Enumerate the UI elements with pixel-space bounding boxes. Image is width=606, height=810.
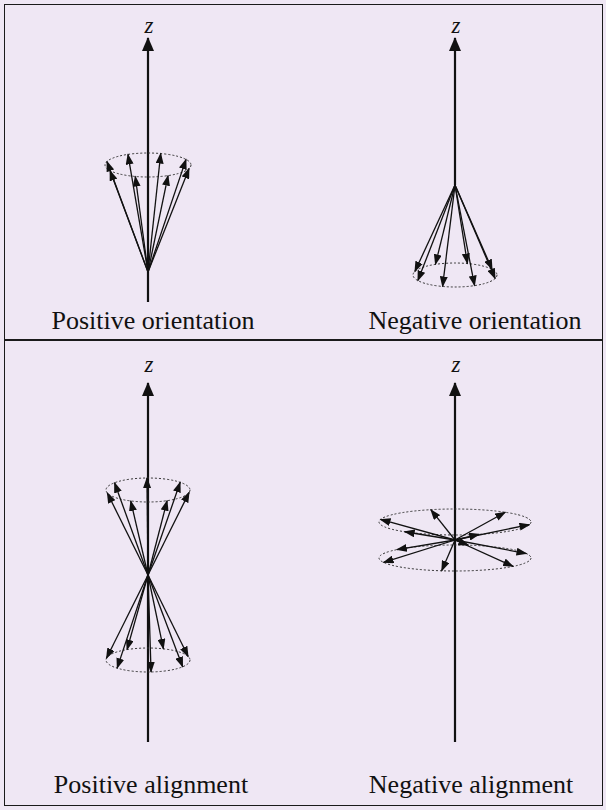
angular-momentum-vector: [147, 478, 148, 575]
angular-momentum-vector: [455, 185, 467, 264]
figure-panel: z zPositive orientation Negative orientati…: [4, 4, 603, 341]
angular-momentum-vector: [115, 483, 148, 575]
panel-caption: Negative alignment: [369, 772, 573, 798]
angular-momentum-vector: [127, 575, 148, 650]
panel-caption: Positive alignment: [54, 772, 248, 798]
angular-momentum-vector: [455, 525, 529, 540]
angular-momentum-vector: [442, 540, 455, 571]
panel-caption: Negative orientation: [369, 308, 582, 334]
axis-label: z: [452, 353, 461, 376]
angular-momentum-vector: [415, 185, 455, 271]
angular-momentum-vector: [455, 185, 475, 286]
angular-momentum-vector: [148, 575, 188, 656]
angular-momentum-vector: [455, 540, 526, 554]
angular-momentum-vector: [117, 575, 148, 668]
angular-momentum-vector: [128, 154, 148, 272]
z-axis: [454, 383, 456, 742]
angular-momentum-vector: [106, 575, 148, 658]
panel-caption: Positive orientation: [52, 308, 255, 334]
angular-momentum-vector: [435, 185, 455, 264]
cone-ring: [105, 153, 191, 177]
angular-momentum-vector: [384, 540, 455, 562]
axis-label: z: [145, 14, 154, 37]
angular-momentum-vector: [455, 185, 492, 269]
angular-momentum-vector: [455, 540, 513, 566]
angular-momentum-vector: [148, 501, 167, 575]
z-axis: [454, 38, 456, 185]
cone-ring: [413, 263, 497, 287]
axis-label: z: [145, 353, 154, 376]
angular-momentum-vector: [107, 493, 148, 575]
angular-momentum-vector: [131, 501, 148, 575]
angular-momentum-vector: [107, 161, 148, 272]
angular-momentum-vector: [148, 176, 168, 272]
angular-momentum-vector: [148, 482, 180, 575]
angular-momentum-vector: [455, 512, 505, 540]
angular-momentum-vector: [381, 519, 455, 540]
angular-momentum-vector: [455, 534, 479, 540]
figure-panel: z zPositive alignment Negative alignment: [4, 339, 603, 806]
cone-ring: [379, 509, 531, 535]
angular-momentum-vector: [418, 185, 455, 281]
angular-momentum-vector: [431, 510, 455, 540]
angular-momentum-vector: [148, 492, 189, 575]
axis-label: z: [452, 14, 461, 37]
angular-momentum-vector: [148, 159, 186, 272]
angular-momentum-vector: [455, 185, 495, 279]
angular-momentum-vector: [148, 575, 163, 649]
angular-momentum-vector: [148, 575, 183, 667]
z-axis: [147, 383, 149, 742]
angular-momentum-vector: [397, 540, 455, 550]
